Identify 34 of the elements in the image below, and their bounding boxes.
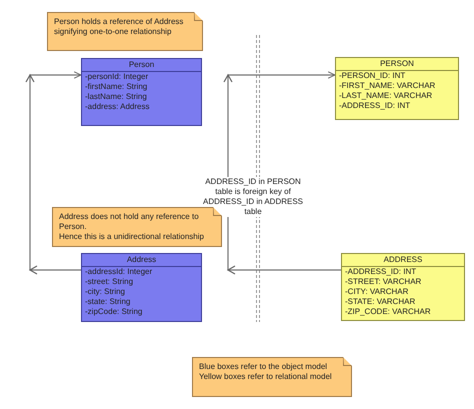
class-name: Person [82,59,201,72]
note-box [52,207,222,247]
attribute-text: -firstName: String [84,82,148,92]
column-text: -FIRST_NAME: VARCHAR [338,81,436,91]
column-text: -CITY: VARCHAR [344,287,410,297]
note-text: Address does not hold any reference to Person. [59,212,200,232]
attribute-text: -personId: Integer [84,72,150,82]
attribute-text: -zipCode: String [84,307,144,317]
class-box [81,58,202,126]
table-box [335,57,459,120]
column-text: -STATE: VARCHAR [344,297,416,307]
class-name: Address [82,254,201,267]
column-text: -STREET: VARCHAR [344,277,422,287]
note-text: Person holds a reference of Address signifying one-to-one relationship [54,17,184,37]
column-text: -ZIP_CODE: VARCHAR [344,307,432,317]
class-box [81,253,202,322]
note-text: Hence this is a unidirectional relationship [59,232,205,242]
table-box [341,253,465,321]
attribute-text: -street: String [84,277,134,287]
attribute-text: -state: String [84,297,132,307]
column-text: -ADDRESS_ID: INT [338,101,412,111]
table-name: PERSON [336,58,458,71]
column-text: -PERSON_ID: INT [338,71,406,81]
note-box [192,357,352,397]
note-text: Blue boxes refer to the object model [199,362,328,372]
attribute-text: -city: String [84,287,126,297]
column-text: -ADDRESS_ID: INT [344,267,418,277]
attribute-text: -addressId: Integer [84,267,154,277]
table-name: ADDRESS [342,254,464,267]
note-box [47,12,203,51]
column-text: -LAST_NAME: VARCHAR [338,91,434,101]
attribute-text: -address: Address [84,102,150,112]
attribute-text: -lastName: String [84,92,148,102]
note-text: Yellow boxes refer to relational model [199,372,333,382]
